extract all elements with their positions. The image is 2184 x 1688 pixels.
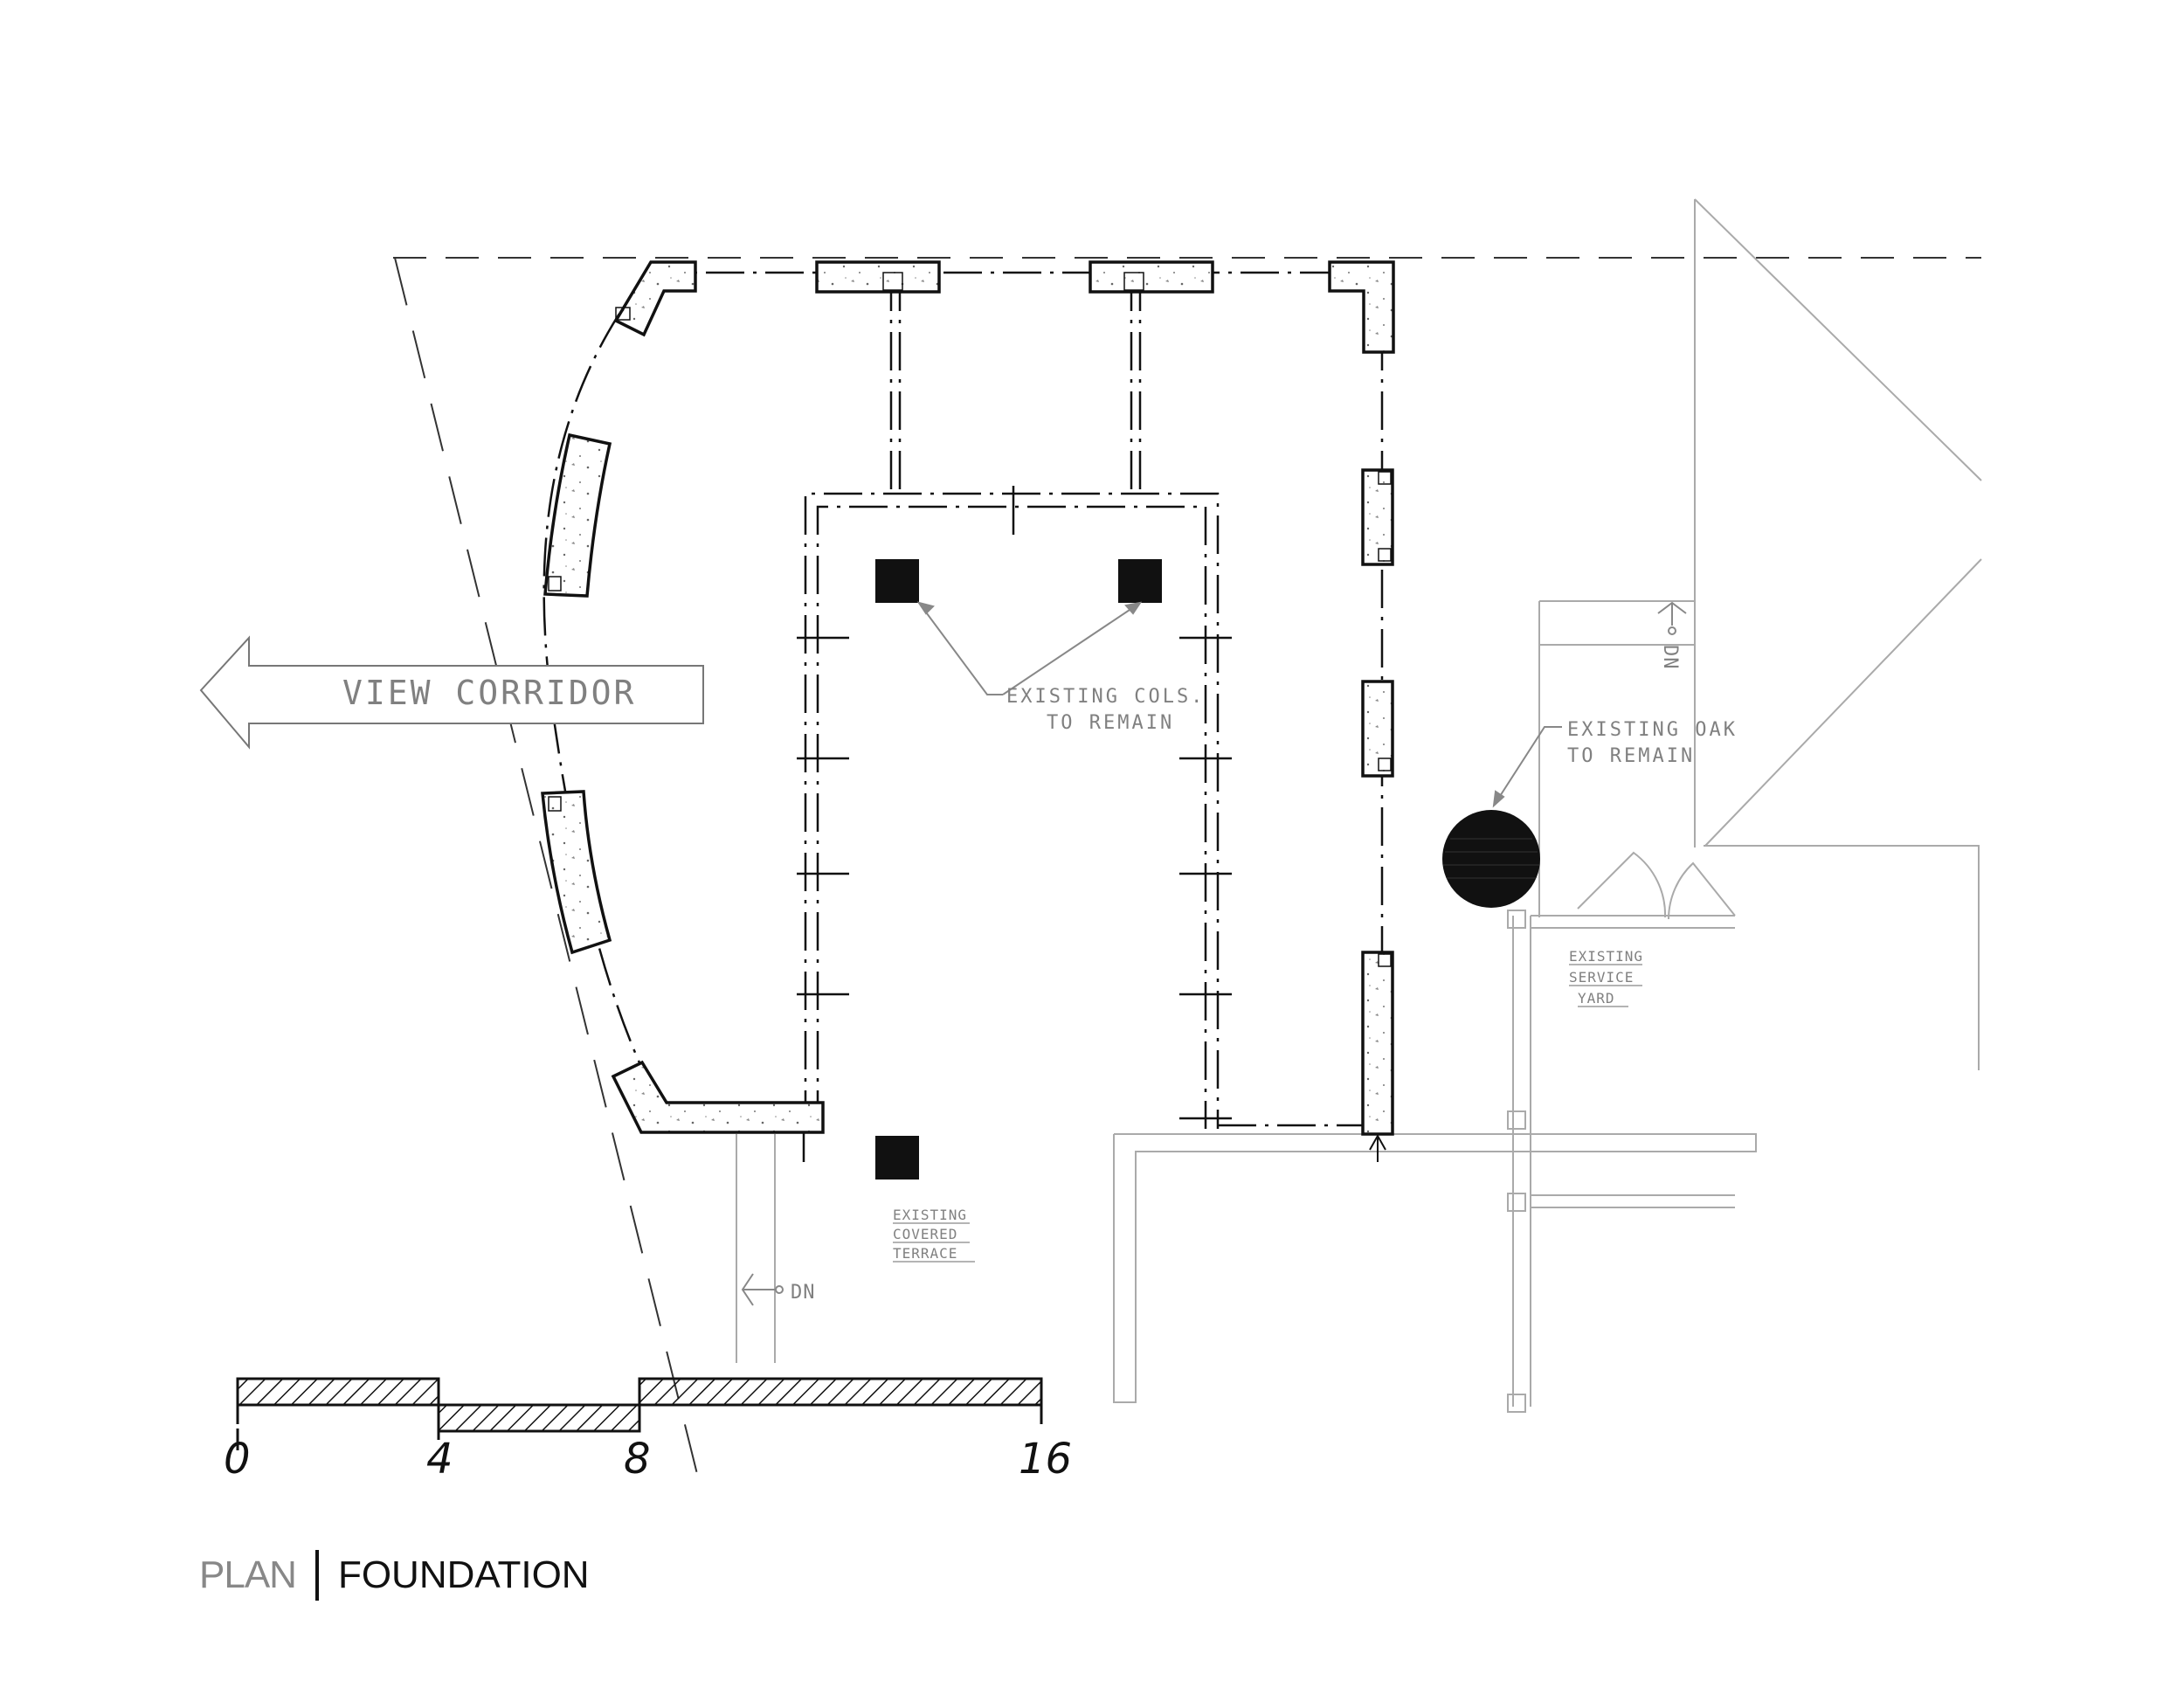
annotation-labels: EXISTING COLS. TO REMAIN EXISTING OAK TO… xyxy=(893,686,1738,1263)
scale-tick-16: 16 xyxy=(1019,1435,1072,1484)
setback-lines xyxy=(393,257,1981,1482)
scale-bar: 0 4 8 16 xyxy=(224,1377,1072,1484)
entry-arrow-icon xyxy=(1369,1133,1386,1162)
footing-west-arc-upper xyxy=(543,432,612,598)
scale-tick-0: 0 xyxy=(224,1435,251,1484)
footing-north-2 xyxy=(1089,260,1214,294)
view-corridor-label: VIEW CORRIDOR xyxy=(342,674,636,712)
terrace-label-3: TERRACE xyxy=(893,1245,957,1262)
foundation-footings xyxy=(541,260,1395,1136)
footing-sw-corner xyxy=(611,1060,825,1134)
existing-oak-label-2: TO REMAIN xyxy=(1567,745,1695,767)
grid-ticks xyxy=(797,486,1232,1162)
existing-column-2 xyxy=(1118,559,1162,603)
footing-nw-corner xyxy=(613,260,697,337)
existing-column-3 xyxy=(875,1136,919,1180)
footing-west-arc-lower xyxy=(541,790,612,955)
service-yard-label-3: YARD xyxy=(1578,990,1615,1007)
dn-label-lower: DN xyxy=(791,1282,816,1304)
leader-lines xyxy=(916,601,1562,808)
terrace-label-1: EXISTING xyxy=(893,1207,967,1223)
footing-east-3 xyxy=(1361,951,1394,1136)
footing-east-2 xyxy=(1361,680,1394,778)
dn-marker-lower: DN xyxy=(741,1273,816,1306)
existing-cols-label-1: EXISTING COLS. xyxy=(1006,686,1205,708)
existing-column-1 xyxy=(875,559,919,603)
dn-marker-upper: DN xyxy=(1657,601,1687,670)
scale-tick-8: 8 xyxy=(624,1435,651,1484)
terrace-label-2: COVERED xyxy=(893,1226,957,1242)
existing-columns xyxy=(875,559,1162,1180)
existing-cols-label-2: TO REMAIN xyxy=(1047,712,1174,734)
footing-ne-corner xyxy=(1328,260,1395,354)
view-corridor-arrow: VIEW CORRIDOR xyxy=(199,635,704,750)
service-yard-label-2: SERVICE xyxy=(1569,969,1634,986)
existing-oak-tree xyxy=(1442,810,1540,908)
title-name: FOUNDATION xyxy=(337,1553,590,1596)
title-prefix: PLAN xyxy=(199,1553,297,1596)
adjacent-structures xyxy=(736,198,1982,1413)
title-separator xyxy=(314,1550,319,1601)
service-yard-label-1: EXISTING xyxy=(1569,948,1643,965)
footing-north-1 xyxy=(815,260,941,294)
footing-detail-marks xyxy=(548,272,1392,967)
drawing-title: PLAN FOUNDATION xyxy=(199,1545,590,1606)
existing-oak-label-1: EXISTING OAK xyxy=(1567,719,1738,741)
dn-label-upper: DN xyxy=(1659,645,1681,670)
scale-tick-4: 4 xyxy=(426,1435,453,1484)
